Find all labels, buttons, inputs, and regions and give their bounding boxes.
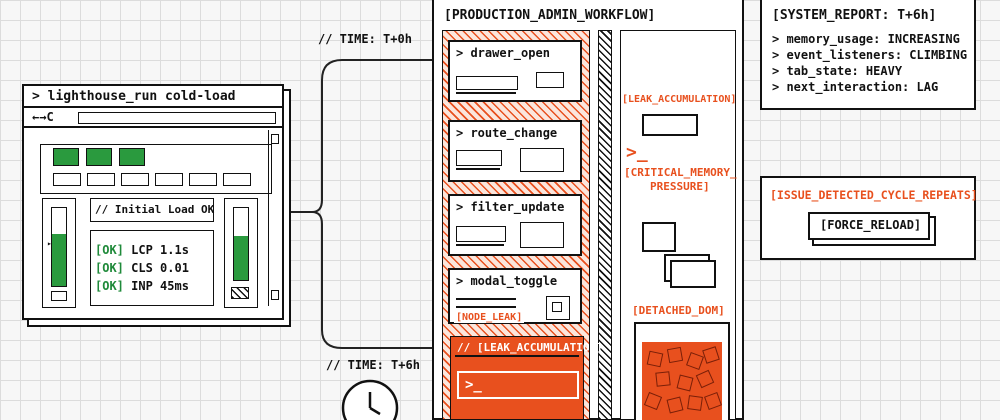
- report-title: [SYSTEM_REPORT: T+6h]: [772, 8, 937, 23]
- metric-inp: [OK] INP 45ms: [95, 279, 189, 293]
- console-prompt: >_: [465, 377, 482, 393]
- leak-chip: [642, 114, 698, 136]
- detached-dom-label: [DETACHED_DOM]: [632, 304, 725, 317]
- workflow-panel: [PRODUCTION_ADMIN_WORKFLOW] > drawer_ope…: [432, 0, 744, 420]
- critical-label-1: [CRITICAL_MEMORY_: [624, 166, 737, 179]
- step-label: > route_change: [456, 126, 558, 140]
- green-block: [119, 148, 145, 166]
- divider-rail: [598, 30, 612, 420]
- time-label-later: // TIME: T+6h: [326, 358, 420, 372]
- status-card: // Initial Load OK: [90, 198, 214, 222]
- right-meter: [224, 198, 258, 308]
- step-label: > filter_update: [456, 200, 565, 214]
- memory-block: [670, 260, 716, 288]
- connector-port: [536, 72, 564, 88]
- step-filter-update[interactable]: > filter_update: [448, 194, 582, 256]
- scrollbar[interactable]: [268, 130, 279, 306]
- report-line: > event_listeners: CLIMBING: [772, 48, 968, 62]
- step-label: > drawer_open: [456, 46, 550, 60]
- metric-text: LCP 1.1s: [131, 243, 189, 257]
- ok-tag: [OK]: [95, 279, 124, 293]
- jar-fill: [642, 342, 722, 420]
- memory-block: [642, 222, 676, 252]
- metric-lcp: [OK] LCP 1.1s: [95, 243, 189, 257]
- skeleton-row: [53, 173, 253, 186]
- metric-text: INP 45ms: [131, 279, 189, 293]
- green-block: [86, 148, 112, 166]
- node-leak-label: [NODE_LEAK]: [454, 312, 525, 323]
- green-block: [53, 148, 79, 166]
- step-route-change[interactable]: > route_change: [448, 120, 582, 182]
- connector-port: [546, 296, 570, 320]
- left-meter: ▸: [42, 198, 76, 308]
- ok-tag: [OK]: [95, 243, 124, 257]
- gauge-label: [LEAK_ACCUMULATION]: [622, 94, 737, 105]
- report-line: > memory_usage: INCREASING: [772, 32, 960, 46]
- detached-dom-jar: [634, 322, 730, 420]
- lighthouse-window: > lighthouse_run cold-load ←→C ▸: [22, 84, 284, 320]
- force-reload-label: [FORCE_RELOAD]: [820, 218, 922, 232]
- metrics-card: [OK] LCP 1.1s [OK] CLS 0.01 [OK] INP 45m…: [90, 230, 214, 306]
- step-modal-toggle[interactable]: > modal_toggle: [448, 268, 582, 324]
- ok-tag: [OK]: [95, 261, 124, 275]
- force-reload-button[interactable]: [FORCE_RELOAD]: [808, 212, 930, 240]
- leak-accumulation-panel: // [LEAK_ACCUMULATION] >_: [450, 336, 603, 420]
- workflow-title: [PRODUCTION_ADMIN_WORKFLOW]: [444, 8, 656, 23]
- leak-console: >_: [457, 371, 579, 399]
- metric-text: CLS 0.01: [131, 261, 189, 275]
- connector-port: [520, 148, 564, 172]
- connector-port: [520, 222, 564, 248]
- time-label-start: // TIME: T+0h: [318, 32, 412, 46]
- critical-label-2: PRESSURE]: [650, 180, 710, 193]
- nav-arrows-icon[interactable]: ←→C: [32, 110, 54, 124]
- address-bar[interactable]: [78, 112, 276, 124]
- step-drawer-open[interactable]: > drawer_open: [448, 40, 582, 102]
- system-report: [SYSTEM_REPORT: T+6h] > memory_usage: IN…: [760, 0, 976, 110]
- report-line: > next_interaction: LAG: [772, 80, 939, 94]
- page-skeleton: [40, 144, 272, 194]
- metric-cls: [OK] CLS 0.01: [95, 261, 189, 275]
- critical-prompt: >_: [626, 142, 648, 163]
- lighthouse-title: > lighthouse_run cold-load: [32, 89, 236, 104]
- step-label: > modal_toggle: [456, 274, 558, 288]
- issue-panel: [ISSUE_DETECTED_CYCLE_REPEATS] [FORCE_RE…: [760, 176, 978, 260]
- leak-bar-label: // [LEAK_ACCUMULATION]: [457, 341, 603, 354]
- issue-title: [ISSUE_DETECTED_CYCLE_REPEATS]: [770, 188, 978, 202]
- load-status: // Initial Load OK: [95, 203, 215, 216]
- report-line: > tab_state: HEAVY: [772, 64, 903, 78]
